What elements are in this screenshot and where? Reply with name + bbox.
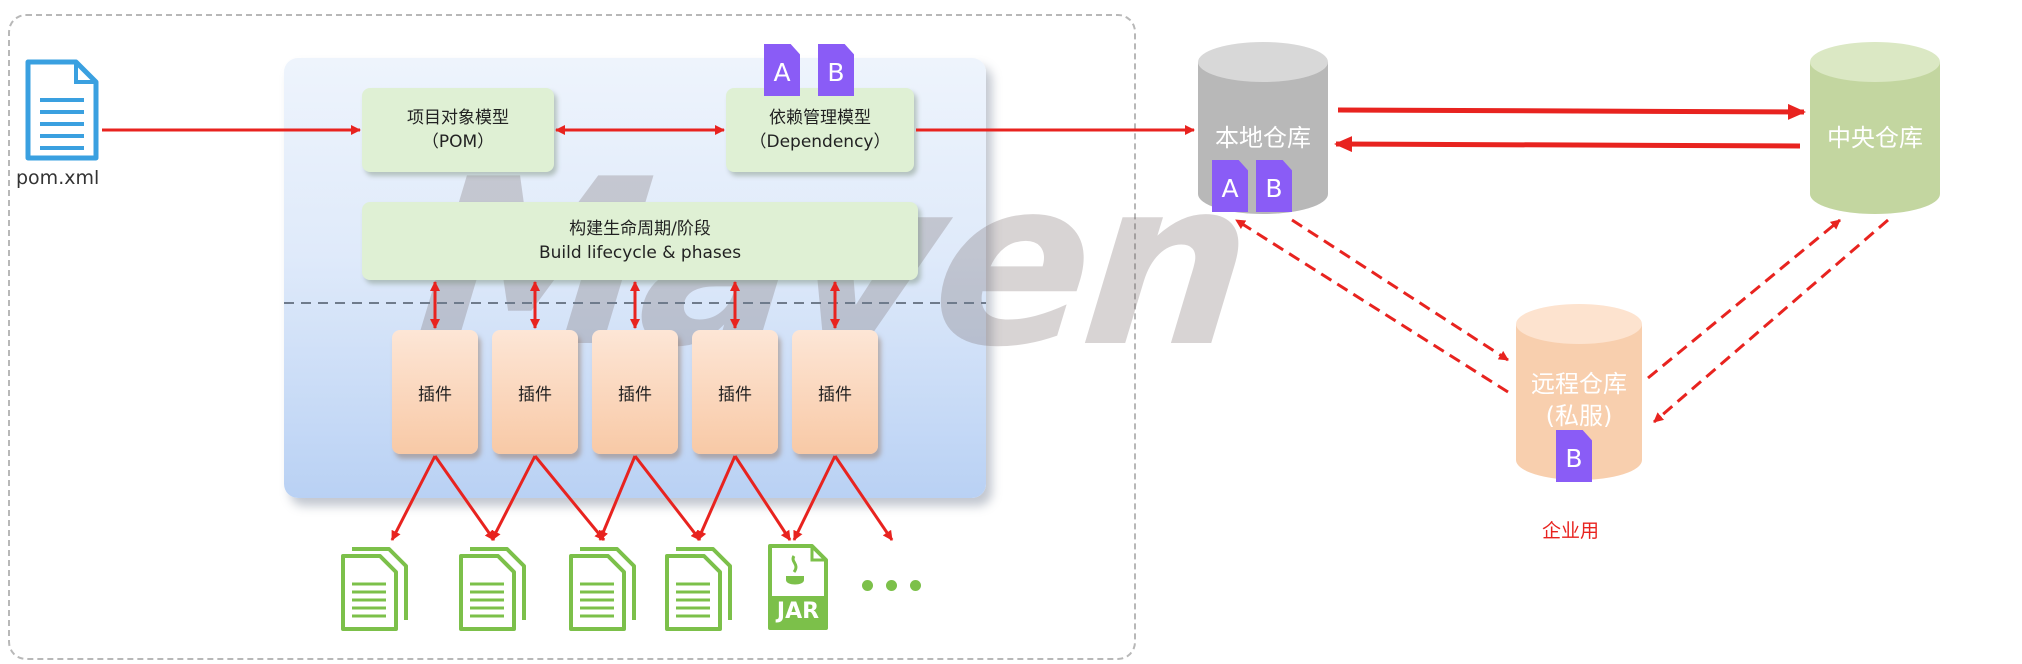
panel-divider [284, 302, 986, 304]
local-repo-b-icon: B [1256, 160, 1292, 212]
local-repository-label: 本地仓库 [1215, 124, 1311, 152]
arrow-plugin-output [792, 455, 837, 541]
plugin-box: 插件 [792, 330, 878, 454]
plugin-box: 插件 [592, 330, 678, 454]
build-lifecycle-title: 构建生命周期/阶段 [569, 219, 711, 239]
dependency-b-icon: B [818, 44, 854, 96]
remote-repository-subtitle: (私服) [1545, 402, 1613, 430]
arrow-plugin-output [390, 455, 437, 541]
local-repo-a-icon: A [1212, 160, 1248, 212]
arrow-plugin-output [433, 455, 496, 541]
arrow-central-to-local [1334, 136, 1801, 153]
plugin-box: 插件 [692, 330, 778, 454]
more-outputs-dot [862, 580, 873, 591]
output-document-icon [341, 547, 408, 631]
remote-repository-label: 远程仓库 (私服) [1514, 368, 1644, 432]
arrow-plugin-output [533, 455, 606, 541]
dependency-model-box: 依赖管理模型 （Dependency） [726, 88, 914, 172]
output-document-icon [459, 547, 526, 631]
remote-repo-b-icon: B [1556, 430, 1592, 482]
build-lifecycle-box: 构建生命周期/阶段 Build lifecycle & phases [362, 202, 918, 280]
remote-repository-cylinder [1516, 304, 1642, 480]
more-outputs-dot [886, 580, 897, 591]
output-document-icon [569, 547, 636, 631]
enterprise-use-label: 企业用 [1542, 520, 1600, 542]
arrow-plugin-output [598, 455, 637, 541]
maven-scope-frame [8, 14, 1136, 660]
arrow-local-to-central [1337, 103, 1806, 120]
dependency-model-title: 依赖管理模型 [769, 108, 871, 128]
more-outputs-dot [910, 580, 921, 591]
arrow-remote-to-local [1235, 218, 1509, 394]
arrow-central-to-remote [1653, 218, 1889, 424]
jar-java-cup-icon [768, 544, 828, 630]
pom-file-icon [25, 59, 99, 161]
plugin-box: 插件 [492, 330, 578, 454]
dependency-model-subtitle: （Dependency） [749, 132, 891, 152]
arrow-plugin-output [490, 455, 537, 541]
arrow-plugin-output [733, 455, 792, 541]
jar-file-icon: JAR [768, 544, 828, 630]
pom-model-title: 项目对象模型 [407, 108, 509, 128]
remote-repository-title: 远程仓库 [1531, 370, 1627, 398]
pom-file-label: pom.xml [16, 167, 100, 189]
arrow-plugin-output [696, 455, 737, 541]
central-repository-cylinder [1810, 42, 1940, 214]
arrow-remote-to-central [1647, 218, 1841, 380]
central-repository-label: 中央仓库 [1827, 124, 1923, 152]
jar-label: JAR [776, 599, 820, 624]
pom-model-box: 项目对象模型 （POM） [362, 88, 554, 172]
pom-model-subtitle: （POM） [421, 132, 495, 152]
dependency-a-icon: A [764, 44, 800, 96]
build-lifecycle-subtitle: Build lifecycle & phases [538, 243, 742, 263]
output-document-icon [665, 547, 732, 631]
plugin-box: 插件 [392, 330, 478, 454]
arrow-plugin-output [833, 455, 894, 541]
arrow-plugin-output [633, 455, 702, 541]
arrow-local-to-remote [1291, 218, 1509, 362]
